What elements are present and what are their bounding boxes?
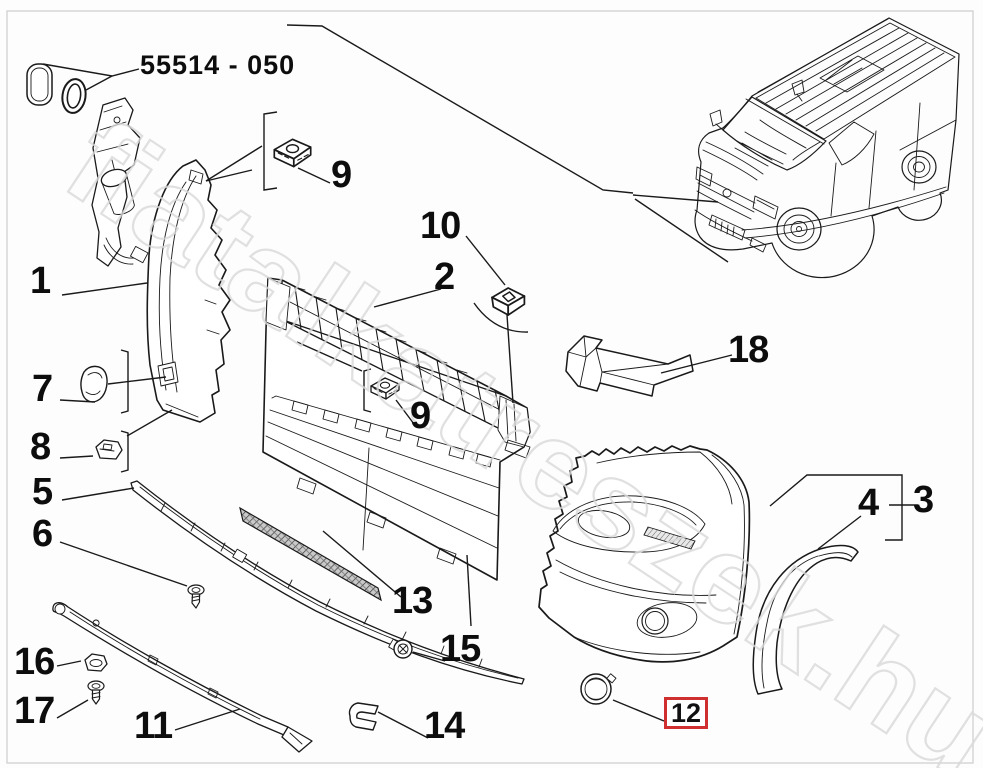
callout-18[interactable]: 18 (728, 329, 769, 371)
callout-16[interactable]: 16 (14, 641, 55, 683)
callout-3[interactable]: 3 (913, 479, 934, 521)
callout-8[interactable]: 8 (30, 426, 51, 468)
callout-9-mid[interactable]: 9 (410, 395, 431, 437)
part-number-label[interactable]: 55514 - 050 (140, 50, 296, 80)
callout-13[interactable]: 13 (392, 580, 433, 622)
part-2-front-panel (262, 277, 531, 581)
watermark: fiatalkatreszek.hu (43, 92, 983, 768)
van-illustration (694, 17, 960, 279)
callout-11[interactable]: 11 (134, 705, 173, 747)
part-9-clip-top (273, 138, 312, 168)
leader-lines (42, 24, 918, 739)
page-frame (6, 10, 974, 764)
gasket-rings (26, 63, 87, 114)
callout-7[interactable]: 7 (32, 368, 53, 410)
callout-10[interactable]: 10 (420, 205, 461, 247)
part-13-mesh-grille (239, 506, 382, 602)
part-16-clip (84, 653, 108, 672)
part-14-u-bracket (348, 702, 379, 731)
callout-15[interactable]: 15 (440, 628, 481, 670)
callout-12-highlighted[interactable]: 12 (664, 697, 708, 729)
callout-6[interactable]: 6 (32, 513, 53, 555)
watermark-text: fiatalkatreszek.hu (44, 93, 983, 768)
part-12-fog-cover (580, 673, 617, 705)
part-15-grommet (393, 639, 413, 659)
callout-5[interactable]: 5 (32, 471, 53, 513)
part-18-foam-block (565, 335, 694, 397)
part-8-clip (95, 439, 123, 460)
callout-14[interactable]: 14 (424, 705, 465, 747)
callout-9-top[interactable]: 9 (331, 154, 352, 196)
part-7-cover (80, 365, 108, 403)
callout-17[interactable]: 17 (14, 690, 55, 732)
part-17-screw (87, 680, 105, 705)
part-11-lower-strip (52, 602, 313, 753)
part-4-arch-strip (752, 544, 859, 695)
callout-4[interactable]: 4 (858, 482, 879, 524)
bracket-assembly (91, 97, 149, 267)
callout-1[interactable]: 1 (30, 260, 51, 302)
part-6-screw (187, 584, 205, 609)
part-1-corner-piece (146, 159, 231, 423)
part-10-clip (491, 287, 526, 316)
part-3-bumper-corner (538, 445, 751, 663)
callout-2[interactable]: 2 (434, 256, 455, 298)
